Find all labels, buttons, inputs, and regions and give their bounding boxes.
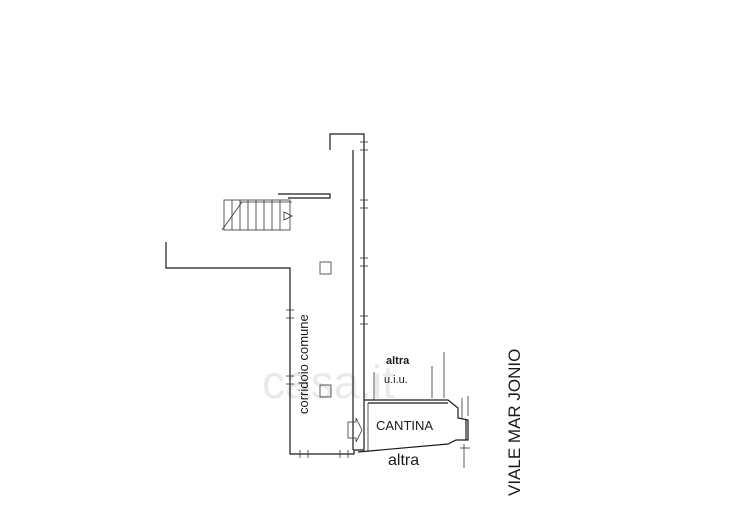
corridor-label: corridoio comune [296,314,311,414]
bottom-other-label: altra [388,452,419,469]
cellar-label: CANTINA [376,418,433,433]
staircase [221,199,293,231]
corridor-walls [165,133,368,458]
pillar-top [319,261,332,275]
watermark: casa.it [262,356,395,408]
other-unit-code: u.i.u. [384,374,408,386]
entrance-arrow-icon [347,417,363,443]
cellar-walls [357,352,470,468]
other-unit-label: altra [386,355,410,367]
pillar-bottom [319,384,332,398]
street-label: VIALE MAR JONIO [505,349,524,496]
